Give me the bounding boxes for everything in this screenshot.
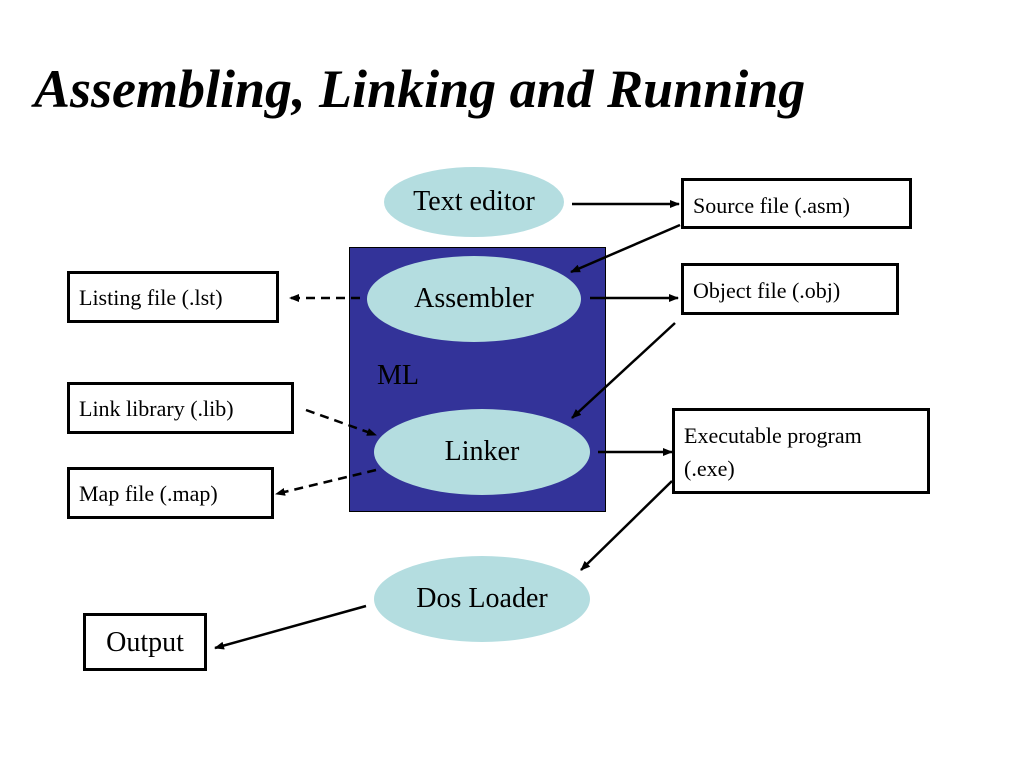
executable-program-box: Executable program (.exe) [672, 408, 930, 494]
linker-node: Linker [374, 409, 590, 495]
page-title: Assembling, Linking and Running [34, 59, 806, 119]
object-file-box: Object file (.obj) [681, 263, 899, 315]
map-file-box: Map file (.map) [67, 467, 274, 519]
text-editor-node: Text editor [384, 167, 564, 237]
arrow-loader-to-output [214, 604, 367, 650]
executable-program-label-line1: Executable program [684, 423, 862, 448]
executable-program-label-line2: (.exe) [684, 456, 735, 481]
map-file-label: Map file (.map) [79, 480, 218, 506]
listing-file-label: Listing file (.lst) [79, 284, 223, 310]
listing-file-box: Listing file (.lst) [67, 271, 279, 323]
object-file-label: Object file (.obj) [693, 278, 841, 303]
linker-label: Linker [444, 436, 520, 467]
text-editor-label: Text editor [413, 186, 535, 217]
dos-loader-node: Dos Loader [374, 556, 590, 642]
assembler-node: Assembler [367, 256, 581, 342]
ml-label: ML [377, 360, 419, 391]
output-box: Output [83, 613, 207, 671]
assembler-label: Assembler [414, 283, 534, 314]
dos-loader-label: Dos Loader [416, 583, 548, 614]
output-label: Output [106, 626, 184, 658]
source-file-label: Source file (.asm) [693, 193, 850, 218]
link-library-label: Link library (.lib) [79, 395, 234, 421]
source-file-box: Source file (.asm) [681, 178, 912, 229]
link-library-box: Link library (.lib) [67, 382, 294, 434]
